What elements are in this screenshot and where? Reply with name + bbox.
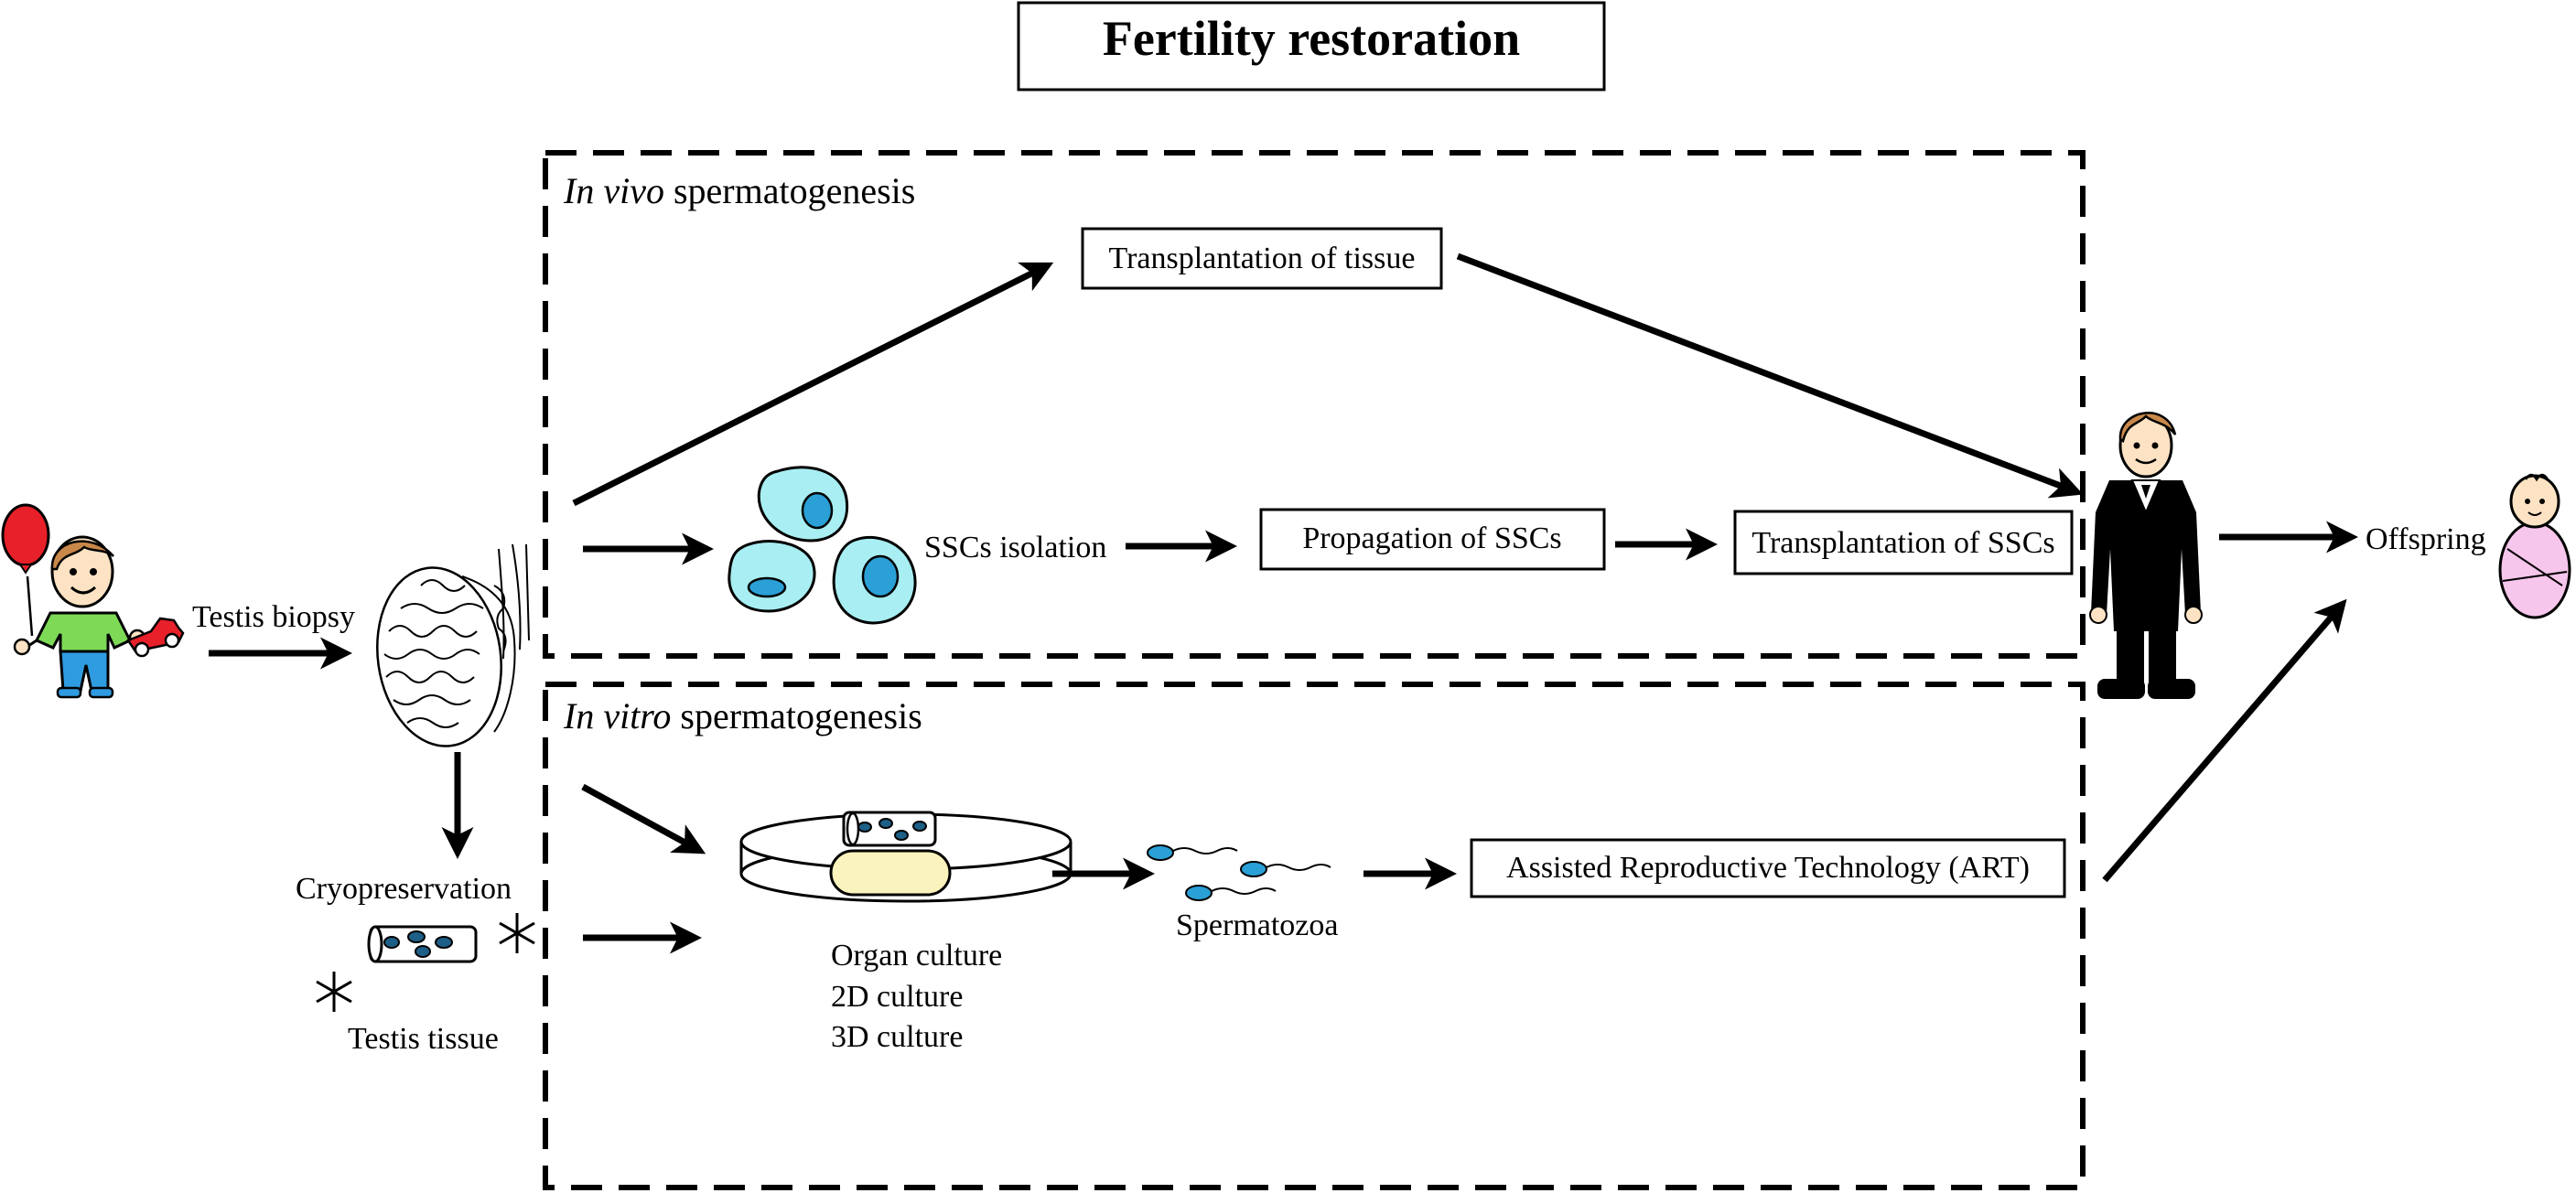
snowflake-icon (316, 913, 535, 1012)
arrow-tissue-to-man (1456, 253, 2084, 499)
culture-organ-label: Organ culture (831, 939, 1002, 973)
culture-2d-label: 2D culture (831, 980, 963, 1014)
transplant-sscs-text: Transplantation of SSCs (1751, 526, 2054, 560)
propagation-box (1259, 508, 1606, 571)
art-box (1470, 838, 2066, 898)
transplant-sscs-box (1733, 510, 2074, 575)
testis-biopsy-label: Testis biopsy (192, 600, 355, 634)
transplant-tissue-text: Transplantation of tissue (1109, 242, 1416, 275)
offspring-label: Offspring (2366, 522, 2486, 556)
in-vitro-heading: In vitro spermatogenesis (563, 695, 922, 736)
child-figure (1, 503, 185, 699)
spermatozoa-icon (1147, 844, 1331, 901)
tissue-tube-icon (367, 925, 478, 963)
cryopreservation-label: Cryopreservation (296, 872, 512, 906)
title-box (1017, 1, 1606, 91)
toy-car-icon (126, 617, 185, 658)
culture-3d-label: 3D culture (831, 1020, 963, 1054)
page-title: Fertility restoration (1103, 11, 1520, 66)
spermatozoa-label: Spermatozoa (1176, 908, 1339, 942)
adult-man-figure (2089, 412, 2203, 699)
in-vivo-frame (543, 150, 2086, 659)
baby-icon (2498, 473, 2571, 619)
arrow-biopsy-to-culture (581, 783, 706, 854)
balloon-icon (1, 503, 50, 567)
testis-icon (376, 543, 530, 747)
transplant-tissue-box (1081, 227, 1443, 290)
in-vivo-heading: In vivo spermatogenesis (563, 170, 915, 211)
art-text: Assisted Reproductive Technology (ART) (1506, 851, 2030, 885)
propagation-text: Propagation of SSCs (1302, 521, 1561, 555)
arrow-to-transplant-tissue (572, 262, 1054, 507)
arrow-art-to-offspring (2102, 598, 2347, 883)
culture-dish-icon (739, 811, 1072, 903)
ssc-isolation-label: SSCs isolation (924, 531, 1106, 564)
in-vitro-frame (543, 682, 2086, 1190)
ssc-cells-icon (728, 466, 917, 625)
testis-tissue-label: Testis tissue (348, 1022, 499, 1056)
